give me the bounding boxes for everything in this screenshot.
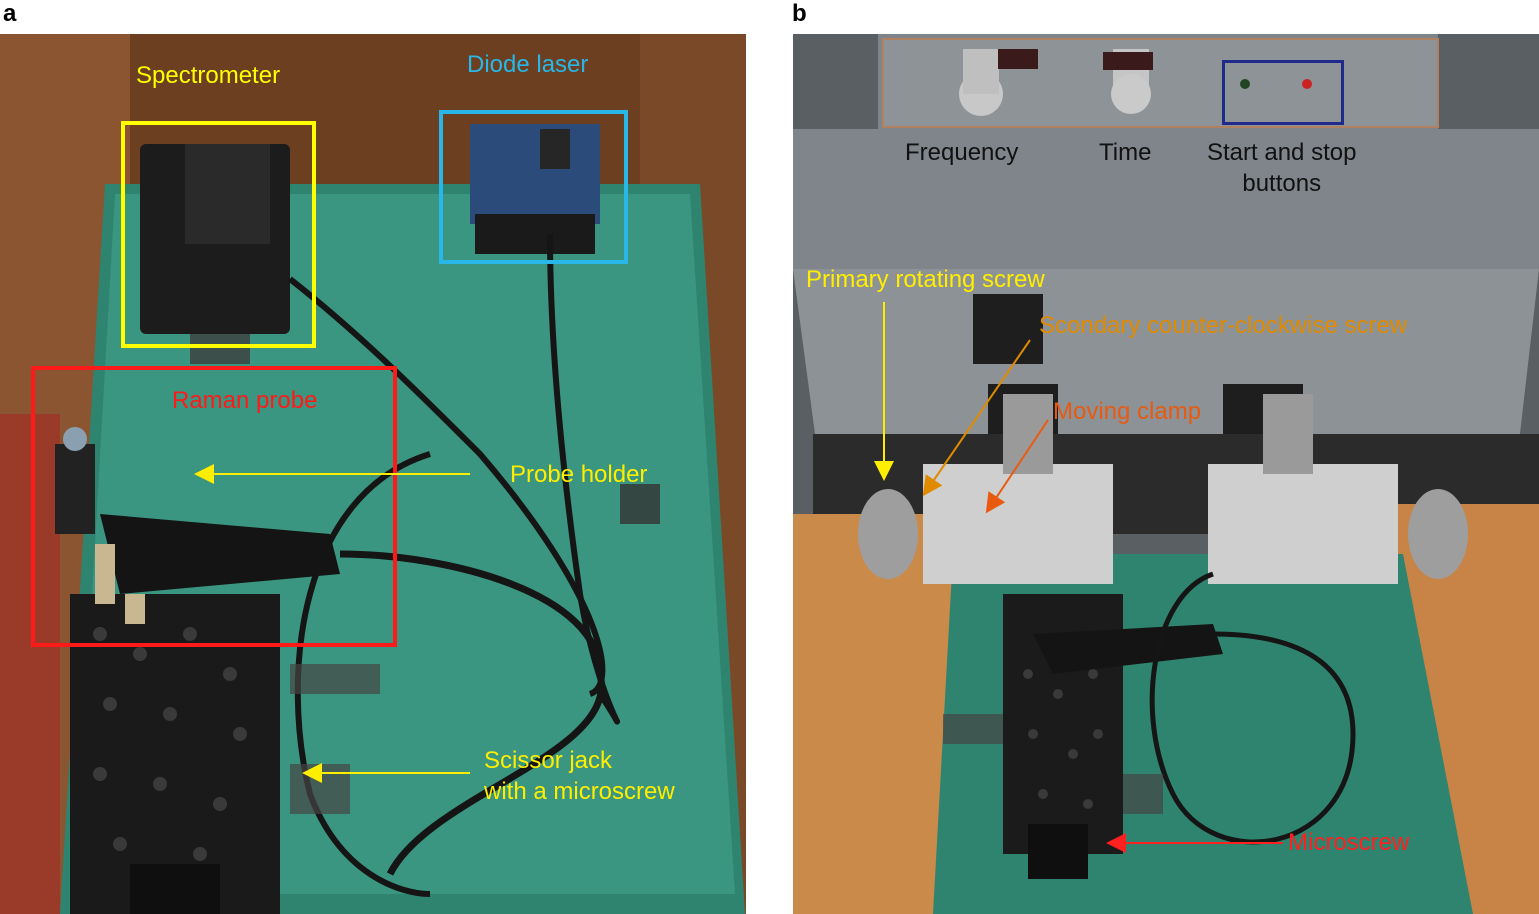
secondary-screw-label: Scondary counter-clockwise screw [1039, 312, 1408, 339]
scissor-jack-label: Scissor jack with a microscrew [484, 747, 675, 806]
probe-holder-label: Probe holder [510, 461, 648, 488]
start-stop-label: Start and stop buttons [1207, 139, 1357, 198]
primary-screw-label: Primary rotating screw [806, 266, 1045, 293]
spectrometer-box [121, 121, 316, 348]
diode-laser-label: Diode laser [467, 51, 589, 78]
panel-letter-a: a [3, 0, 17, 27]
time-label: Time [1099, 139, 1152, 166]
diode-laser-box [439, 110, 628, 264]
start-stop-box [1222, 60, 1344, 125]
raman-probe-box [31, 366, 397, 647]
microscrew-label: Microscrew [1288, 829, 1410, 856]
raman-probe-label: Raman probe [172, 387, 318, 414]
spectrometer-label: Spectrometer [136, 62, 281, 89]
panel-letter-b: b [792, 0, 807, 27]
moving-clamp-label: Moving clamp [1053, 398, 1202, 425]
photo-b-illustration [793, 34, 1539, 914]
photo-tensile-setup [793, 34, 1539, 914]
frequency-label: Frequency [905, 139, 1019, 166]
